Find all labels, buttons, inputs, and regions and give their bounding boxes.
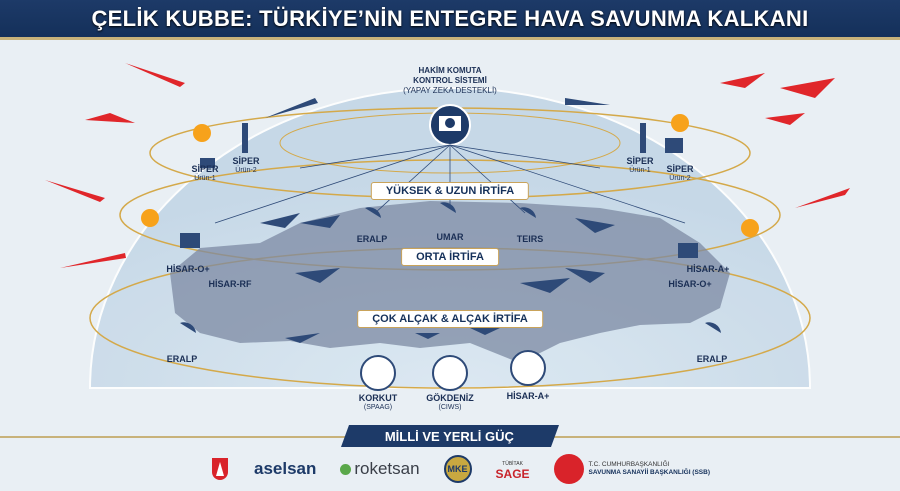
aircraft-icon: [780, 78, 835, 98]
page-title: ÇELİK KUBBE: TÜRKİYE’NİN ENTEGRE HAVA SA…: [91, 5, 809, 31]
missile-icon: [60, 253, 126, 268]
system-subtitle: Ürün-1: [194, 175, 216, 182]
layer-high: YÜKSEK & UZUN İRTİFA: [370, 182, 530, 200]
ssb-line2: SAVUNMA SANAYİİ BAŞKANLIĞI (SSB): [588, 469, 710, 476]
launcher-icon: [180, 233, 200, 248]
launcher-icon: [200, 158, 215, 168]
command-label-line3: (YAPAY ZEKA DESTEKLİ): [403, 86, 497, 95]
label-hisar-a-bottom: HİSAR-A+: [506, 391, 550, 401]
launcher-icon: [678, 243, 698, 258]
aselsan-logo: aselsan: [253, 459, 317, 478]
mke-logo: MKE: [443, 455, 472, 483]
label-hisar-a-right: HİSAR-A+: [686, 264, 730, 274]
label-umar: UMAR: [436, 232, 464, 242]
roketsan-logo: roketsan: [340, 459, 420, 479]
missile-icon: [565, 98, 610, 105]
command-label-line1: HAKİM KOMUTA: [418, 66, 482, 75]
roketsan-logo-text: roketsan: [354, 459, 420, 478]
aircraft-icon: [295, 268, 605, 293]
footer-banner: MİLLİ VE YERLİ GÜÇ: [340, 425, 560, 447]
system-subtitle: Ürün-1: [629, 167, 651, 174]
layer-mid: ORTA İRTİFA: [401, 248, 499, 266]
label-korkut: KORKUT(SPAAG): [359, 393, 398, 413]
aircraft-icon: [575, 218, 615, 233]
footer-divider-left: [0, 436, 350, 438]
command-monitor-icon: [429, 104, 471, 146]
system-name: SİPER: [666, 164, 694, 174]
layer-low: ÇOK ALÇAK & ALÇAK İRTİFA: [357, 310, 543, 328]
launcher-icon: [242, 123, 248, 153]
system-subtitle: Ürün-2: [235, 167, 257, 174]
system-name: KORKUT: [358, 393, 398, 403]
missile-icon: [125, 63, 185, 87]
aircraft-icon: [720, 73, 765, 88]
sage-logo-text: SAGE: [495, 466, 530, 481]
command-label-line2: KONTROL SİSTEMİ: [413, 76, 487, 85]
label-hisar-o-right: HİSAR-O+: [668, 279, 712, 289]
missile-icon: [45, 180, 105, 202]
msb-logo-icon: [212, 458, 228, 480]
explosion-icons: [141, 114, 759, 237]
friendly-icons: [180, 98, 721, 343]
turkey-map: [170, 201, 730, 363]
label-teirs: TEIRS: [516, 234, 544, 244]
ground-system-icons: [360, 350, 546, 391]
threat-icons: [45, 63, 850, 268]
aircraft-icon: [795, 188, 850, 208]
label-eralp-left: ERALP: [166, 354, 198, 364]
label-eralp-right: ERALP: [696, 354, 728, 364]
launcher-icon: [640, 123, 646, 153]
dome-scene: [45, 63, 850, 391]
ssb-line1: T.C. CUMHURBAŞKANLIĞI: [588, 461, 670, 468]
missile-icon: [265, 98, 318, 118]
drone-icon: [285, 328, 500, 343]
roketsan-globe-icon: [340, 463, 352, 475]
label-gokdeniz: GÖKDENİZ(CIWS): [426, 393, 474, 413]
launcher-icon: [665, 138, 683, 153]
command-links: [214, 144, 686, 224]
aircraft-icon: [85, 113, 135, 128]
system-name: SİPER: [191, 164, 219, 174]
system-subtitle: (SPAAG): [363, 404, 393, 411]
sage-logo-top-text: TÜBİTAK: [502, 460, 523, 467]
system-subtitle: Ürün-2: [669, 175, 691, 182]
header-bar: ÇELİK KUBBE: TÜRKİYE’NİN ENTEGRE HAVA SA…: [0, 0, 900, 40]
system-subtitle: (CIWS): [438, 404, 462, 411]
command-system-label: HAKİM KOMUTA KONTROL SİSTEMİ (YAPAY ZEKA…: [403, 66, 497, 96]
system-name: GÖKDENİZ: [426, 393, 474, 403]
aircraft-icon: [260, 213, 340, 228]
label-hisar-rf: HİSAR-RF: [208, 279, 252, 289]
system-name: SİPER: [232, 156, 260, 166]
ssb-emblem-icon: [553, 454, 584, 484]
label-eralp-center: ERALP: [356, 234, 388, 244]
footer-banner-text: MİLLİ VE YERLİ GÜÇ: [385, 428, 515, 444]
label-hisar-o-left: HİSAR-O+: [166, 264, 210, 274]
system-name: SİPER: [626, 156, 654, 166]
aircraft-icon: [765, 113, 805, 125]
footer-divider-right: [550, 436, 900, 438]
